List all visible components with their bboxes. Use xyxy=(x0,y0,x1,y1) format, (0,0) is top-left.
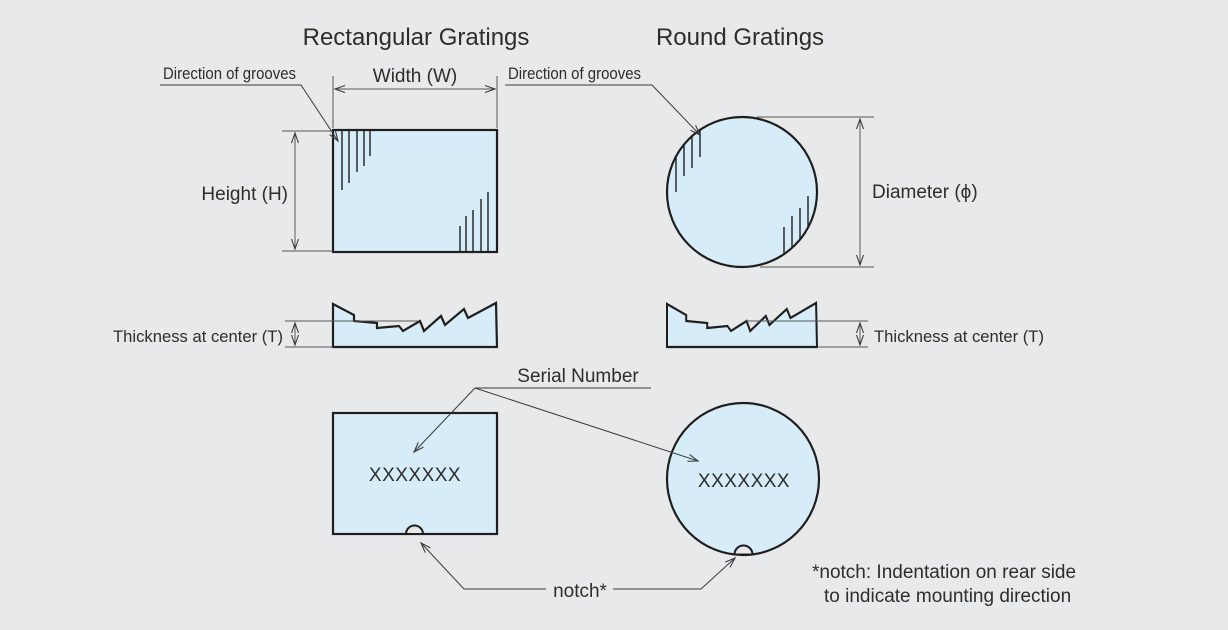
direction-of-grooves-label: Direction of grooves xyxy=(163,64,296,83)
rect-grating-grooves-bottomright xyxy=(459,192,489,251)
notch-footnote: *notch: Indentation on rear side to indi… xyxy=(812,562,1076,607)
diameter-label: Diameter (ϕ) xyxy=(872,182,978,203)
serial-number-leader-left xyxy=(412,387,476,454)
rect-notch xyxy=(404,524,425,535)
rect-grating-face xyxy=(331,128,499,254)
notch-callout: notch* xyxy=(419,541,737,602)
thickness-dimension-right: Thickness at center (T) xyxy=(746,320,1044,348)
rect-serial-text: XXXXXXX xyxy=(369,465,461,486)
rect-grating-rear-view xyxy=(331,411,499,536)
round-grating-grooves-bottomright xyxy=(783,196,809,254)
direction-of-grooves-leader xyxy=(505,84,702,137)
rect-grating-cross-section xyxy=(331,301,499,349)
serial-number-label: Serial Number xyxy=(517,366,639,387)
serial-number-callout: Serial Number xyxy=(412,366,700,462)
notch-leader-left xyxy=(419,541,546,590)
notch-footnote-line1: *notch: Indentation on rear side xyxy=(812,562,1076,583)
thickness-dimension-left: Thickness at center (T) xyxy=(113,320,419,348)
notch-label: notch* xyxy=(553,581,607,602)
notch-leader-right xyxy=(613,556,737,590)
notch-footnote-line2: to indicate mounting direction xyxy=(824,586,1071,607)
height-dimension: Height (H) xyxy=(201,130,333,252)
round-grating-face xyxy=(665,115,819,269)
direction-of-grooves-label: Direction of grooves xyxy=(508,64,641,83)
thickness-label: Thickness at center (T) xyxy=(113,327,283,346)
width-label: Width (W) xyxy=(373,66,457,87)
round-serial-text: XXXXXXX xyxy=(698,471,790,492)
thickness-label: Thickness at center (T) xyxy=(874,327,1044,346)
direction-of-grooves-right: Direction of grooves xyxy=(505,64,702,137)
width-dimension: Width (W) xyxy=(332,66,498,128)
rectangular-gratings-title: Rectangular Gratings xyxy=(303,24,530,51)
round-grating-cross-section xyxy=(665,301,819,349)
serial-number-leader-right xyxy=(474,387,700,462)
rect-grating-grooves-topleft xyxy=(341,131,371,190)
height-label: Height (H) xyxy=(201,184,288,205)
direction-of-grooves-left: Direction of grooves xyxy=(160,64,339,143)
diameter-dimension: Diameter (ϕ) xyxy=(757,116,978,268)
round-gratings-title: Round Gratings xyxy=(656,24,824,51)
direction-of-grooves-leader xyxy=(160,84,339,143)
round-notch xyxy=(733,544,754,556)
